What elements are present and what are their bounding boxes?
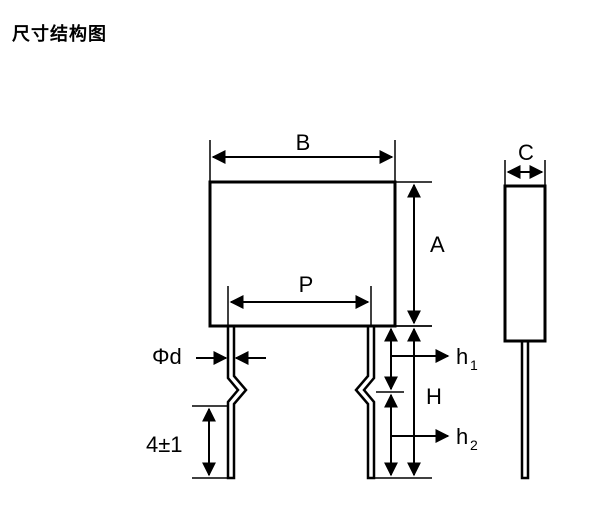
side-lead bbox=[520, 341, 530, 480]
label-b: B bbox=[296, 130, 311, 155]
label-h1-subscript: 1 bbox=[470, 357, 478, 373]
label-h: H bbox=[426, 384, 442, 409]
label-tolerance: 4±1 bbox=[146, 432, 183, 457]
label-phi-d: Φd bbox=[152, 344, 182, 369]
label-a: A bbox=[430, 232, 445, 257]
label-h2-subscript: 2 bbox=[470, 437, 478, 453]
capacitor-body-side bbox=[503, 184, 547, 343]
label-h2: h bbox=[456, 424, 468, 449]
label-h1: h bbox=[456, 344, 468, 369]
capacitor-body-front bbox=[208, 180, 397, 328]
label-c: C bbox=[518, 140, 534, 165]
page-title: 尺寸结构图 bbox=[12, 24, 107, 45]
left-lead bbox=[226, 326, 248, 480]
right-lead bbox=[354, 326, 376, 480]
label-p: P bbox=[299, 272, 314, 297]
